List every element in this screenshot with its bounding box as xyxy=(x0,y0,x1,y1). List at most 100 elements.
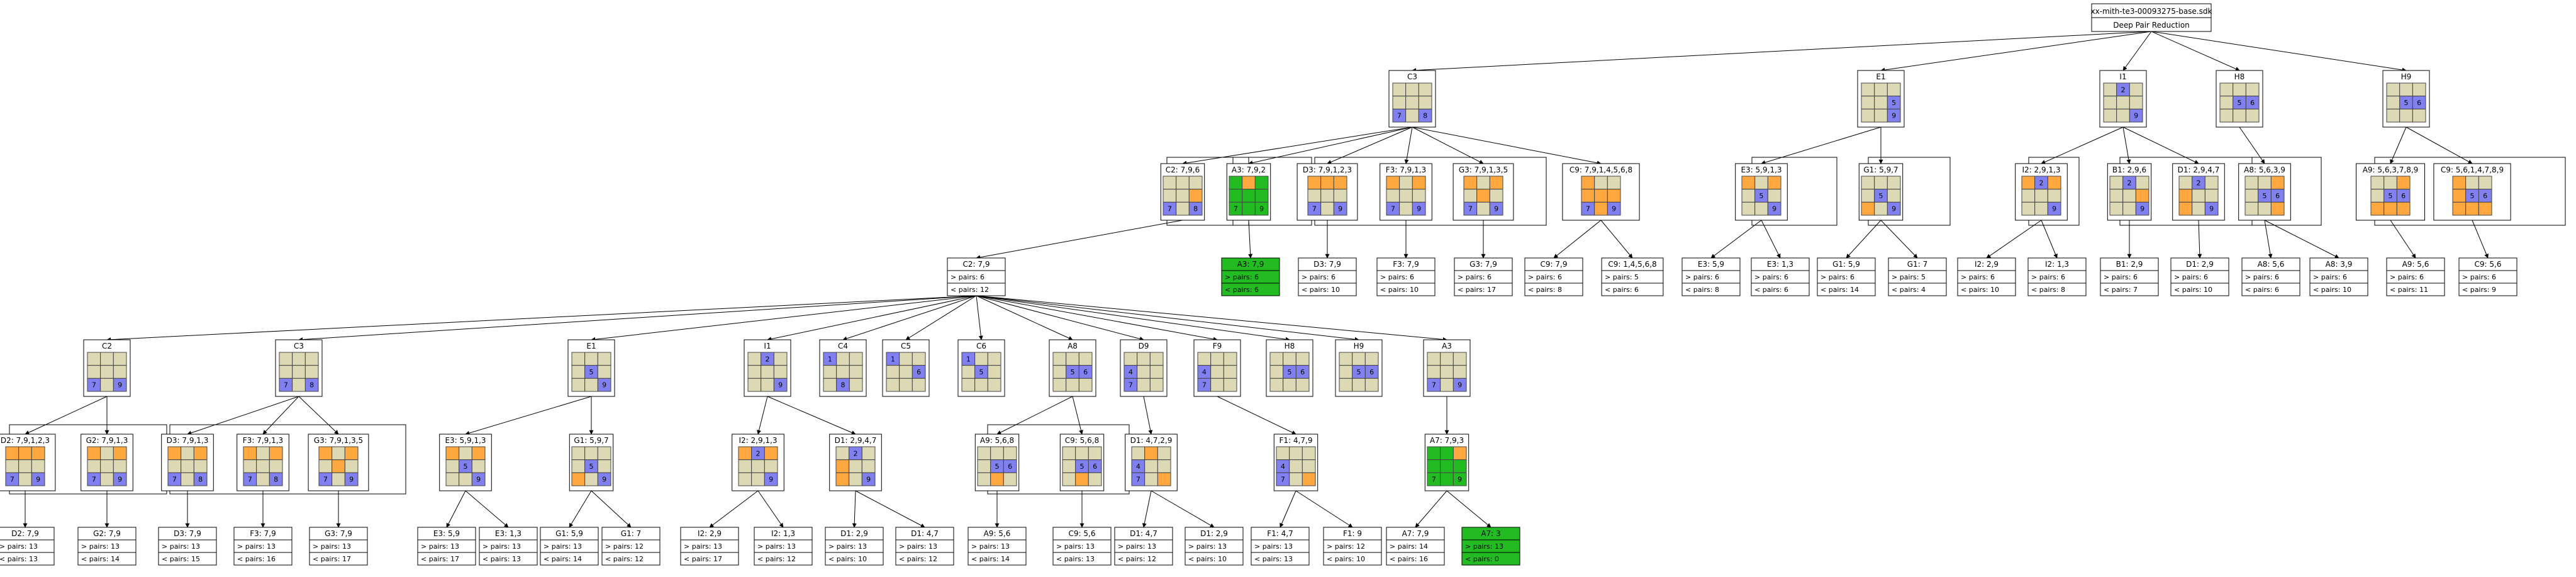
grid-cell xyxy=(1412,189,1426,203)
cell-digit: 9 xyxy=(2209,205,2214,213)
grid-cell xyxy=(100,365,114,379)
grid-cell xyxy=(167,446,182,461)
grid-cell xyxy=(2116,108,2130,123)
grid-cell xyxy=(2219,108,2234,123)
cell-digit: 7 xyxy=(1202,381,1207,389)
edge-arrow xyxy=(1072,396,1083,435)
grid-cell xyxy=(584,472,598,486)
cell-digit: 9 xyxy=(602,381,606,389)
grid-cell xyxy=(1223,352,1237,366)
grid-cell xyxy=(1607,189,1621,203)
grid-cell xyxy=(571,472,586,486)
result-node: A8: 3,9> pairs: 6< pairs: 10 xyxy=(2309,257,2368,296)
grid-cell xyxy=(2129,96,2143,109)
node-label: C3 xyxy=(1407,72,1417,81)
node-label: I2: 2,9,1,3 xyxy=(739,436,777,445)
edges xyxy=(23,31,2489,528)
grid-cell xyxy=(304,378,319,392)
pairs-less: < pairs: 6 xyxy=(1225,286,1259,294)
grid-cell xyxy=(100,446,114,461)
cell-digit: 7 xyxy=(1234,205,1238,213)
grid-cell xyxy=(1078,352,1093,366)
result-node: G1: 5,9> pairs: 6< pairs: 14 xyxy=(1817,257,1876,296)
grid-cell xyxy=(1242,176,1256,190)
cell-digit: 9 xyxy=(1892,112,1896,120)
node-label: D3: 7,9,1,3 xyxy=(167,436,209,445)
pairs-greater: > pairs: 6 xyxy=(951,273,984,281)
cell-digit: 5 xyxy=(995,462,1000,471)
grid-cell xyxy=(1392,96,1407,109)
cell-digit: 9 xyxy=(866,476,871,484)
grid-cell xyxy=(2396,176,2411,190)
cell-digit: 6 xyxy=(1008,462,1012,471)
grid-cell xyxy=(167,459,182,473)
result-node: I2: 1,3> pairs: 6< pairs: 8 xyxy=(2027,257,2087,296)
cell-digit: 7 xyxy=(1468,205,1473,213)
cell-digit: 5 xyxy=(1357,368,1361,376)
grid-cell xyxy=(1144,459,1158,473)
grid-cell xyxy=(1333,189,1347,203)
pairs-less: < pairs: 14 xyxy=(81,555,120,563)
edge-arrow xyxy=(2390,220,2416,259)
node-label: F3: 7,9,1,3 xyxy=(243,436,283,445)
result-title: G3: 7,9 xyxy=(1469,260,1497,269)
grid-cell xyxy=(18,472,32,486)
grid-cell xyxy=(2452,176,2467,190)
cell-digit: 7 xyxy=(1136,476,1140,484)
grid-cell xyxy=(571,446,586,461)
edge-arrow xyxy=(767,295,977,342)
node-label: C3 xyxy=(294,342,304,350)
grid-cell xyxy=(761,365,774,379)
grid-cell xyxy=(2192,201,2205,216)
grid-cell xyxy=(861,446,876,461)
node-label: G1: 5,9,7 xyxy=(574,436,608,445)
edge-arrow xyxy=(187,396,299,435)
grid-cell xyxy=(1452,459,1467,473)
grid-cell xyxy=(2412,108,2426,123)
grid-cell xyxy=(113,446,127,461)
edge-arrow xyxy=(1761,126,1882,165)
cell-digit: 5 xyxy=(979,368,984,376)
grid-cell xyxy=(193,459,208,473)
grid-cell xyxy=(269,472,283,486)
edge-arrow xyxy=(1600,220,1633,259)
edge-arrow xyxy=(767,396,856,435)
grid-cell xyxy=(1066,378,1079,392)
grid-cell xyxy=(2021,176,2036,190)
pairs-greater: > pairs: 13 xyxy=(971,542,1010,551)
grid-cell xyxy=(2122,201,2136,216)
cell-digit: 2 xyxy=(766,355,770,363)
pairs-less: < pairs: 4 xyxy=(1892,286,1926,294)
grid-cell xyxy=(113,472,127,486)
grid-cell xyxy=(1052,352,1067,366)
grid-cell xyxy=(1440,352,1454,366)
pairs-less: < pairs: 13 xyxy=(1254,555,1293,563)
edge-arrow xyxy=(1182,126,1413,165)
pairs-greater: > pairs: 13 xyxy=(0,542,38,551)
grid-cell xyxy=(1289,459,1303,473)
result-title: A7: 7,9 xyxy=(1402,529,1429,538)
node-label: A9: 5,6,8 xyxy=(980,436,1014,445)
grid-cell xyxy=(1874,108,1888,123)
grid-cell xyxy=(1352,352,1366,366)
grid-cell xyxy=(2219,82,2234,97)
grid-cell xyxy=(292,352,306,366)
grid-cell xyxy=(571,378,586,392)
cell-digit: 7 xyxy=(1168,205,1172,213)
node-label: E1 xyxy=(1876,72,1885,81)
result-node: I2: 1,3> pairs: 13< pairs: 12 xyxy=(754,527,813,566)
result-title: I2: 1,3 xyxy=(771,529,795,538)
node-label: A9: 5,6,3,7,8,9 xyxy=(2363,165,2419,174)
edge-arrow xyxy=(2472,220,2489,259)
pairs-less: < pairs: 10 xyxy=(828,555,867,563)
grid-cell xyxy=(1452,352,1467,366)
grid-cell xyxy=(1289,472,1303,486)
grid-cell xyxy=(100,459,114,473)
cell-digit: 9 xyxy=(2134,112,2138,120)
root-subtitle: Deep Pair Reduction xyxy=(2113,21,2190,30)
grid-cell xyxy=(2047,189,2061,203)
pairs-greater: > pairs: 6 xyxy=(1528,273,1562,281)
